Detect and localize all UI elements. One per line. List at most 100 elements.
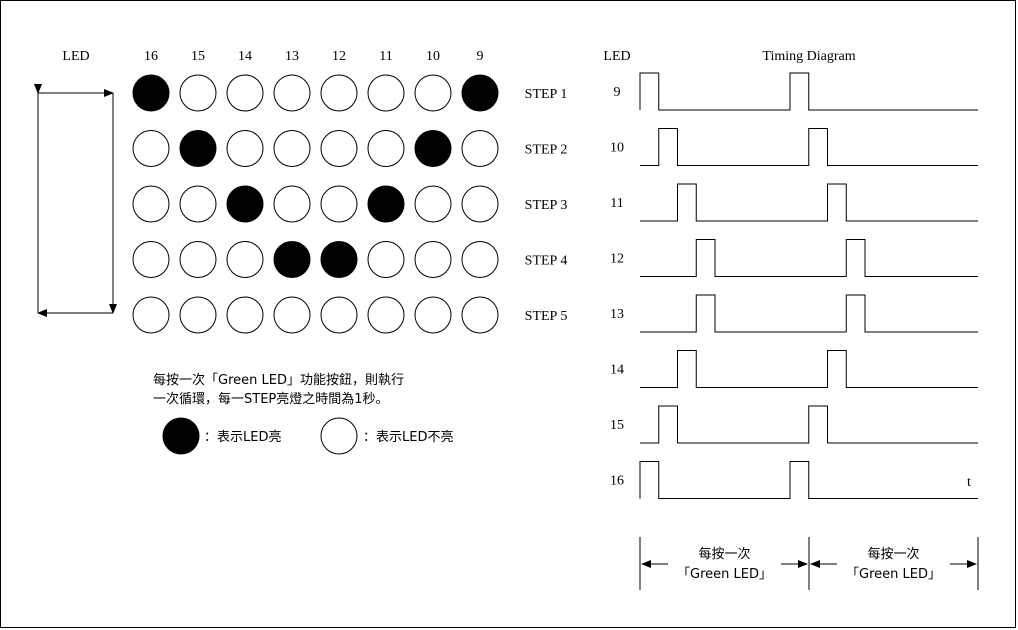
led-15-step-1-off: [179, 74, 217, 112]
description-line-1: 每按一次「Green LED」功能按鈕，則執行: [153, 372, 404, 388]
led-16-step-1-on: [132, 74, 170, 112]
matrix-led-header: LED: [62, 49, 89, 64]
waveform-led-12: [640, 239, 978, 277]
led-10-step-4-off: [414, 241, 452, 278]
led-13-step-1-off: [273, 74, 311, 112]
led-15-step-4-off: [179, 241, 217, 278]
period-label-line-2: 「Green LED」: [846, 567, 941, 582]
led-14-step-5-off: [226, 296, 264, 334]
period-label-line-1: 每按一次: [867, 546, 919, 562]
led-11-step-4-off: [367, 241, 405, 278]
led-12-step-5-off: [320, 296, 358, 334]
step-label: STEP 4: [525, 254, 568, 269]
step-label: STEP 5: [525, 309, 568, 324]
led-14-step-1-off: [226, 74, 264, 112]
legend: ：表示LED亮 ：表示LED不亮: [162, 417, 453, 455]
led-13-step-5-off: [273, 296, 311, 334]
timing-row-led-12: 12: [610, 239, 978, 277]
led-13-step-4-on: [273, 241, 311, 278]
waveform-led-14: [640, 350, 978, 388]
matrix-rows: STEP 1 STEP 2 STEP 3 STEP 4 STEP 5: [132, 74, 568, 334]
led-15-step-5-off: [179, 296, 217, 334]
waveform-led-11: [640, 183, 978, 222]
timing-diagram: LED Timing Diagram 9 10 11 12 13 14 15 16 t 每按一…: [603, 49, 979, 590]
timing-led-header: LED: [603, 49, 630, 64]
column-label-led-10: 10: [426, 49, 440, 64]
timing-row-led-16: 16: [610, 461, 978, 499]
led-11-step-2-off: [367, 130, 405, 167]
legend-off-label: ：表示LED不亮: [363, 429, 453, 445]
led-9-step-3-off: [461, 185, 499, 223]
matrix-row-step-4: STEP 4: [132, 241, 568, 278]
led-9-step-2-off: [461, 130, 499, 167]
timing-row-led-15: 15: [610, 405, 978, 444]
description: 每按一次「Green LED」功能按鈕，則執行 一次循環，每一STEP亮燈之時間…: [153, 372, 404, 407]
led-10-step-5-off: [414, 296, 452, 334]
led-16-step-4-off: [132, 241, 170, 278]
step-label: STEP 3: [525, 198, 568, 213]
led-13-step-2-off: [273, 130, 311, 167]
matrix-row-step-2: STEP 2: [132, 130, 568, 167]
waveform-led-16: [639, 461, 978, 499]
matrix-row-step-5: STEP 5: [132, 296, 568, 334]
period-label-line-1: 每按一次: [698, 546, 750, 562]
period-1: 每按一次「Green LED」: [641, 546, 808, 582]
step-label: STEP 1: [525, 87, 568, 102]
led-11-step-1-off: [367, 74, 405, 112]
led-10-step-2-on: [414, 130, 452, 167]
led-13-step-3-off: [273, 185, 311, 223]
cycle-loop-arrow: [34, 84, 117, 317]
timing-rows: 9 10 11 12 13 14 15 16: [610, 72, 978, 499]
timing-title: Timing Diagram: [762, 49, 855, 64]
timing-led-label: 10: [610, 141, 624, 156]
waveform-led-13: [640, 294, 978, 333]
period-markers: [639, 537, 979, 590]
legend-on-circle: [162, 417, 200, 455]
timing-row-led-13: 13: [610, 294, 978, 333]
timing-led-label: 12: [610, 252, 624, 267]
led-9-step-4-off: [461, 241, 499, 278]
timing-led-label: 13: [610, 307, 624, 322]
waveform-led-9: [639, 72, 978, 111]
led-14-step-2-off: [226, 130, 264, 167]
column-label-led-12: 12: [332, 49, 346, 64]
led-9-step-1-on: [461, 74, 499, 112]
led-9-step-5-off: [461, 296, 499, 334]
column-label-led-13: 13: [285, 49, 299, 64]
column-label-led-9: 9: [477, 49, 484, 64]
timing-led-label: 9: [614, 85, 621, 100]
led-11-step-5-off: [367, 296, 405, 334]
matrix-row-step-1: STEP 1: [132, 74, 568, 112]
led-14-step-4-off: [226, 241, 264, 278]
time-axis-label: t: [967, 475, 971, 490]
waveform-led-15: [640, 405, 978, 444]
column-label-led-11: 11: [379, 49, 392, 64]
timing-led-label: 16: [610, 474, 624, 489]
period-2: 每按一次「Green LED」: [810, 546, 977, 582]
column-label-led-14: 14: [238, 49, 252, 64]
waveform-led-10: [640, 128, 978, 166]
led-10-step-3-off: [414, 185, 452, 223]
led-16-step-2-off: [132, 130, 170, 167]
led-10-step-1-off: [414, 74, 452, 112]
timing-led-label: 14: [610, 363, 624, 378]
led-16-step-3-off: [132, 185, 170, 223]
led-12-step-2-off: [320, 130, 358, 167]
led-11-step-3-on: [367, 185, 405, 223]
led-16-step-5-off: [132, 296, 170, 334]
period-labels: 每按一次「Green LED」每按一次「Green LED」: [641, 546, 977, 582]
timing-row-led-9: 9: [614, 72, 978, 111]
timing-row-led-10: 10: [610, 128, 978, 166]
timing-led-label: 15: [610, 418, 624, 433]
led-14-step-3-on: [226, 185, 264, 223]
led-12-step-4-on: [320, 241, 358, 278]
led-15-step-3-off: [179, 185, 217, 223]
legend-off-circle: [320, 417, 358, 455]
step-label: STEP 2: [525, 143, 568, 158]
column-label-led-15: 15: [191, 49, 205, 64]
legend-on-label: ：表示LED亮: [204, 429, 281, 445]
timing-row-led-11: 11: [610, 183, 978, 222]
